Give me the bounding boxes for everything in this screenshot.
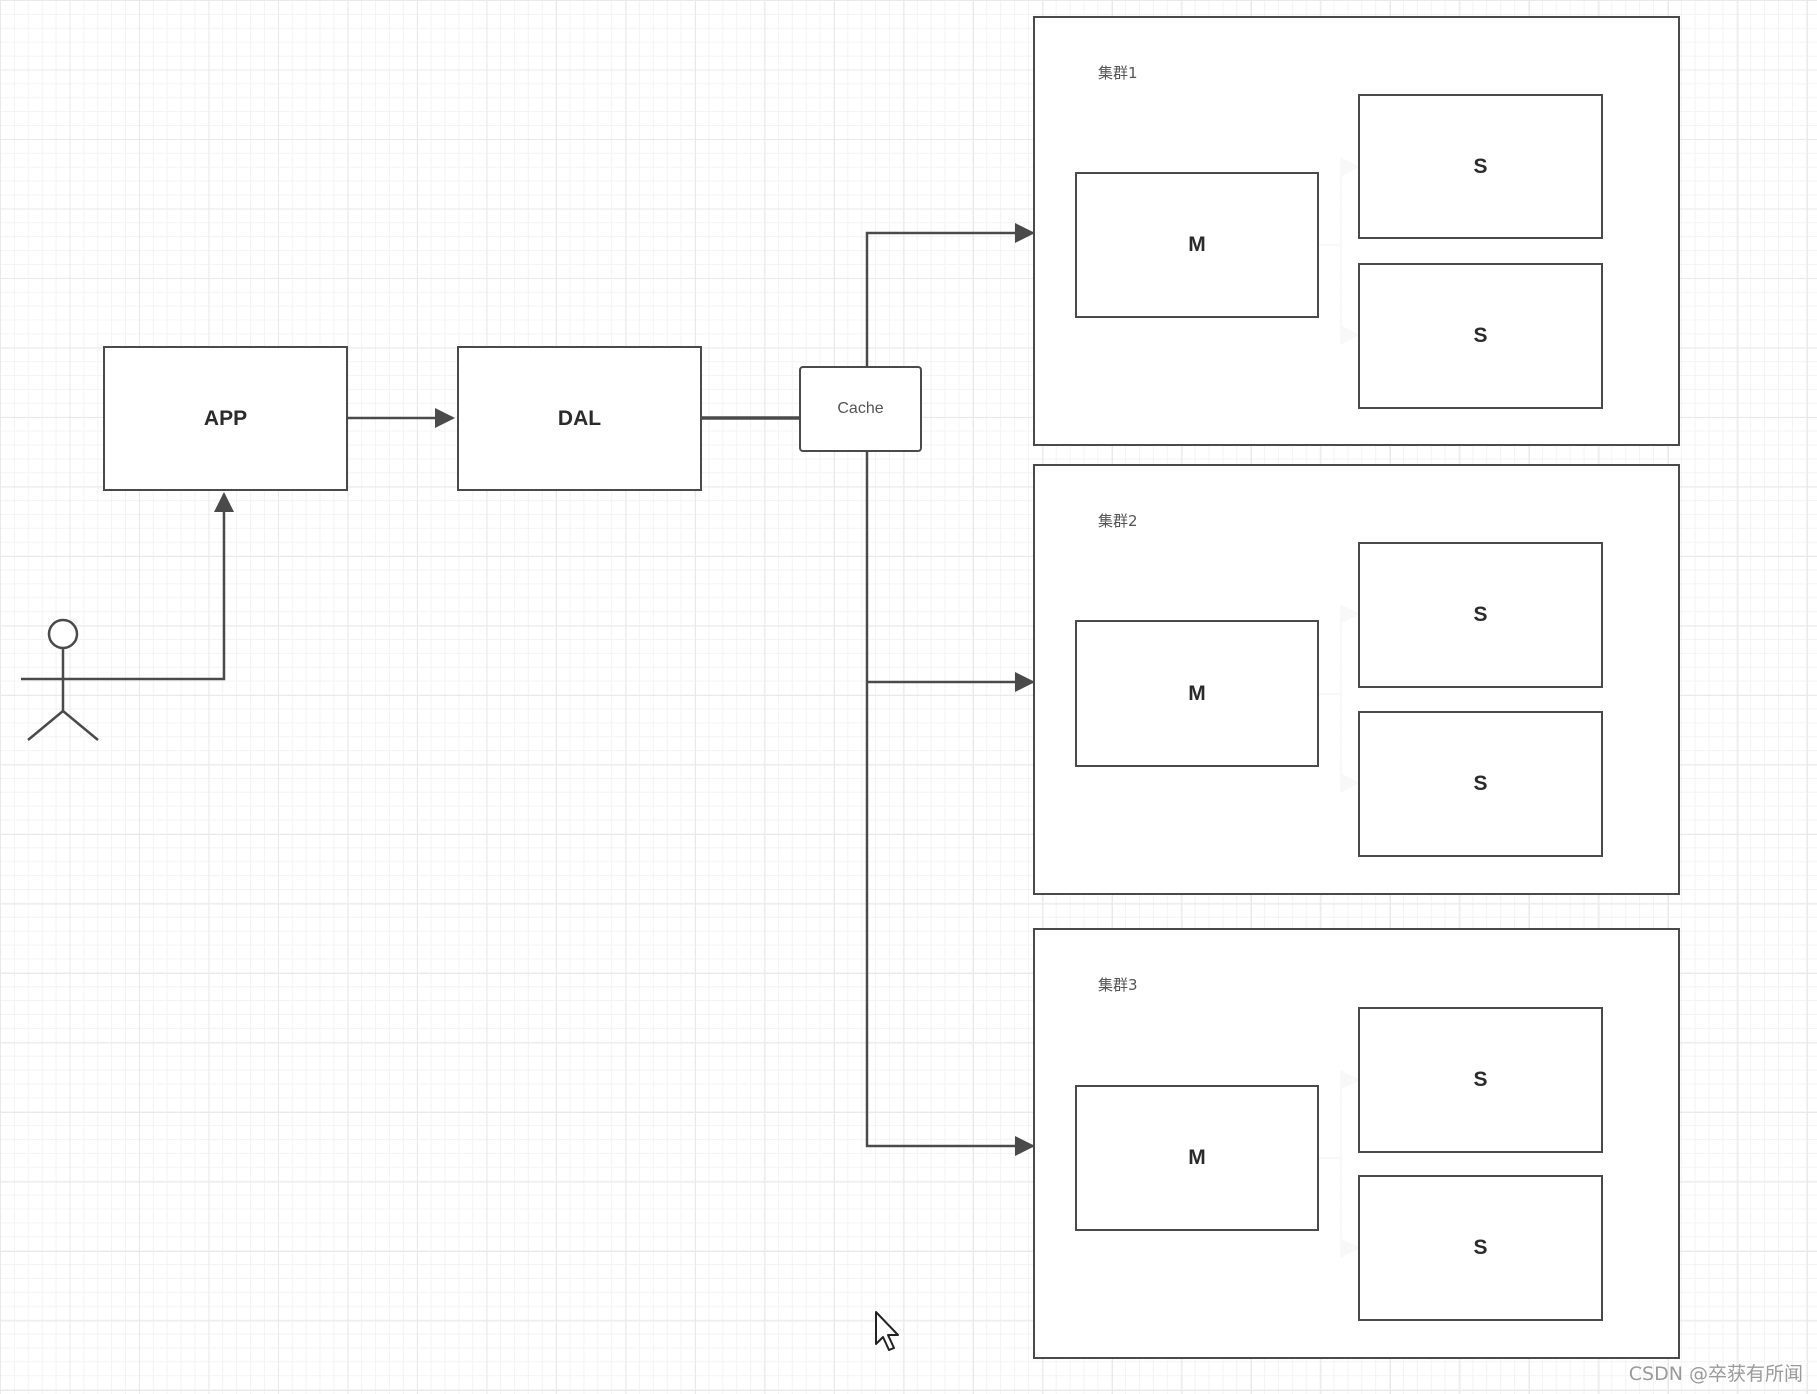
app-node[interactable]: APP: [103, 346, 348, 491]
cluster-2-slave-node-1[interactable]: S: [1358, 542, 1603, 688]
cluster-2-slave-label-2: S: [1473, 772, 1488, 795]
cluster-3-slave-node-2[interactable]: S: [1358, 1175, 1603, 1321]
cluster-3-slave-node-1[interactable]: S: [1358, 1007, 1603, 1153]
cluster-3-master-node[interactable]: M: [1075, 1085, 1319, 1231]
cluster-3-label: 集群3: [1098, 976, 1138, 994]
cluster-2-label: 集群2: [1098, 512, 1138, 530]
cache-node[interactable]: Cache: [799, 366, 922, 452]
app-label: APP: [203, 406, 248, 430]
cluster-3-slave-label-2: S: [1473, 1236, 1488, 1259]
cluster-1-slave-label-2: S: [1473, 324, 1488, 347]
cluster-1-slave-node-1[interactable]: S: [1358, 94, 1603, 239]
cache-trunk-connector: [865, 223, 1035, 368]
cluster-1-master-label: M: [1188, 233, 1206, 256]
cluster-1-slave-node-2[interactable]: S: [1358, 263, 1603, 409]
dal-node[interactable]: DAL: [457, 346, 702, 491]
cluster-1-master-node[interactable]: M: [1075, 172, 1319, 318]
cluster-2-slave-label-1: S: [1473, 603, 1488, 626]
cluster-2-master-node[interactable]: M: [1075, 620, 1319, 767]
cluster-3-master-label: M: [1188, 1146, 1206, 1169]
cluster-2-slave-node-2[interactable]: S: [1358, 711, 1603, 857]
actor-to-app-connector: [104, 492, 234, 681]
cache-to-cluster2-connector: [865, 452, 1035, 1156]
dal-label: DAL: [557, 406, 602, 430]
cluster-1-slave-label-1: S: [1473, 154, 1488, 178]
cluster-3-slave-label-1: S: [1473, 1068, 1488, 1091]
cache-label: Cache: [837, 400, 884, 417]
cluster-1-label: 集群1: [1098, 64, 1138, 82]
cluster-2-master-label: M: [1188, 681, 1206, 705]
mouse-cursor-icon: [875, 1311, 899, 1351]
csdn-watermark: CSDN @卒获有所闻: [1628, 1363, 1803, 1385]
stick-figure-icon[interactable]: [21, 618, 104, 741]
